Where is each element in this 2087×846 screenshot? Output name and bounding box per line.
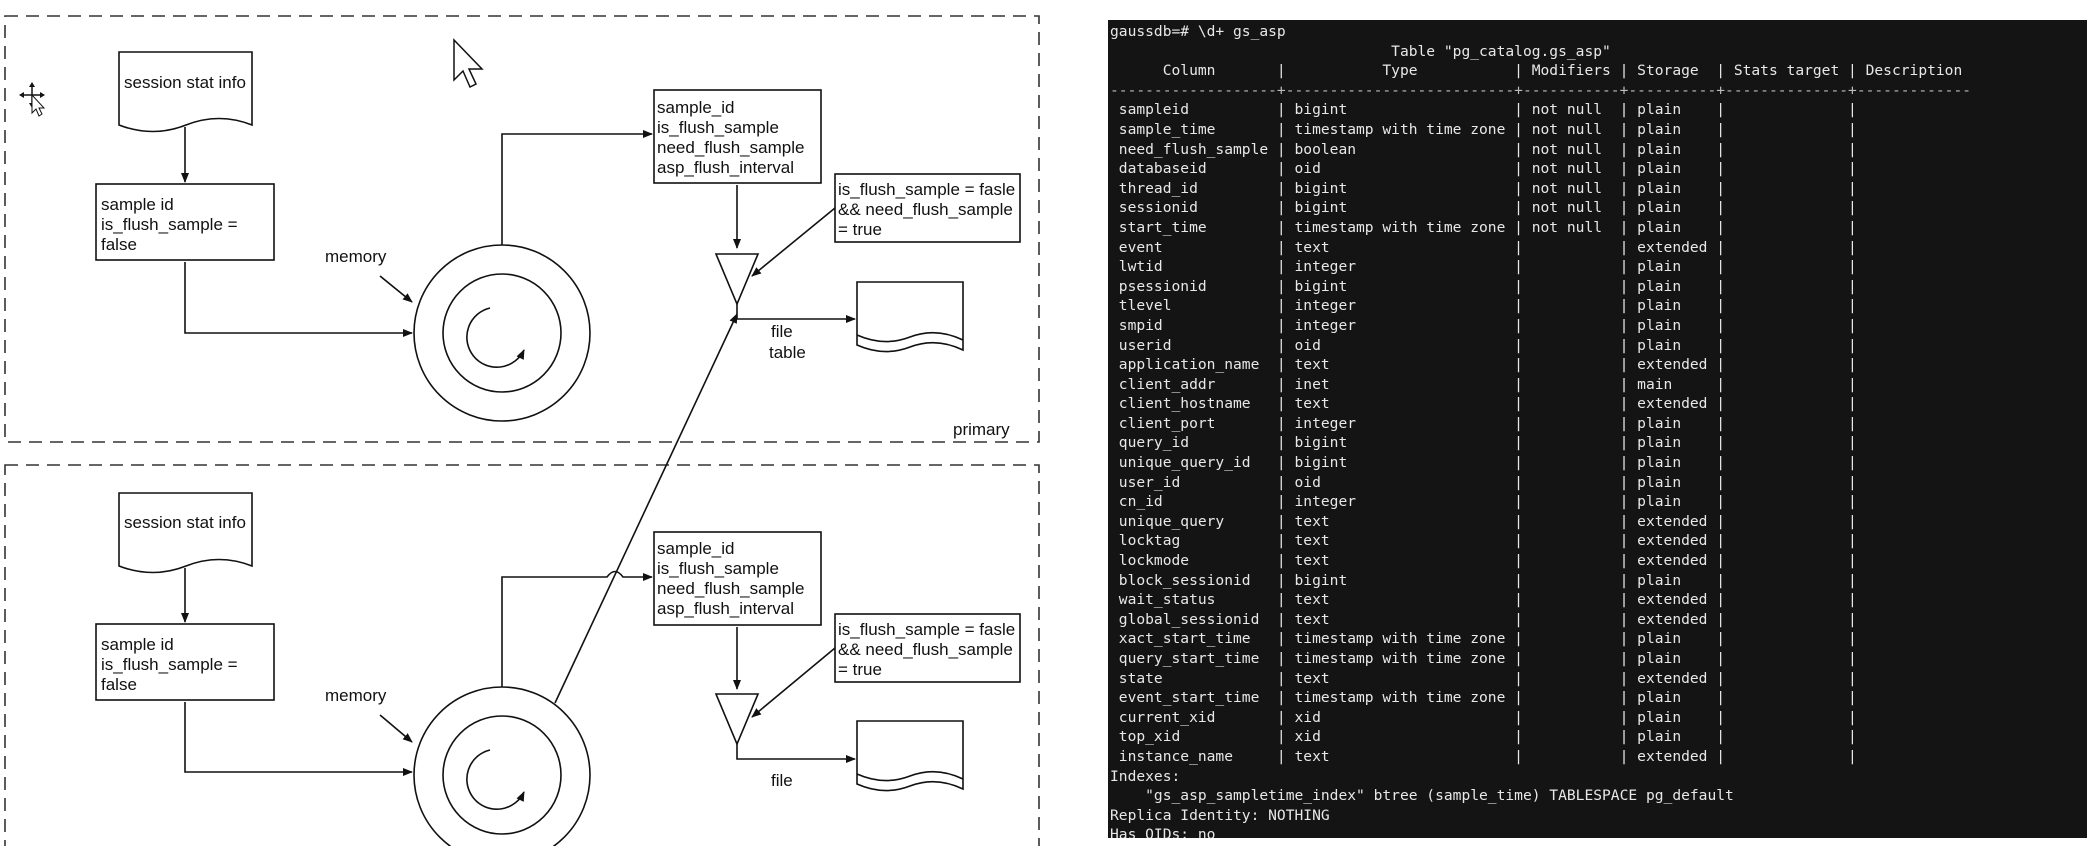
condition-line: is_flush_sample = fasle [838, 620, 1015, 639]
table-row: start_time | timestamp with time zone | … [1110, 218, 1857, 236]
flush-box-line: asp_flush_interval [657, 158, 794, 177]
condition-line: = true [838, 660, 882, 679]
filter-funnel-icon [714, 253, 760, 307]
table-row: instance_name | text | | extended | | [1110, 747, 1857, 765]
table-rows: sampleid | bigint | not null | plain | |… [1110, 100, 2087, 766]
table-row: sessionid | bigint | not null | plain | … [1110, 199, 1857, 217]
file-document [856, 720, 964, 792]
table-row: sampleid | bigint | not null | plain | | [1110, 101, 1857, 119]
table-row: need_flush_sample | boolean | not null |… [1110, 140, 1857, 158]
flush-condition-box [834, 173, 1021, 243]
sample-box-line: false [101, 675, 137, 694]
sample-box-line: sample id [101, 195, 174, 214]
flush-box-line: asp_flush_interval [657, 599, 794, 618]
table-row: wait_status | text | | extended | | [1110, 591, 1857, 609]
primary-section: primary session stat info sample id is_f… [4, 15, 1040, 443]
flow-diagram: primary session stat info sample id is_f… [4, 15, 1040, 846]
sample-box-line: false [101, 235, 137, 254]
table-row: user_id | oid | | plain | | [1110, 473, 1857, 491]
table-row: query_start_time | timestamp with time z… [1110, 650, 1857, 667]
sample-box-line: is_flush_sample = [101, 215, 238, 234]
condition-line: && need_flush_sample [838, 640, 1013, 659]
session-stat-document [118, 492, 253, 574]
filter-funnel-icon [714, 693, 760, 747]
memory-label: memory [325, 247, 387, 266]
table-row: block_sessionid | bigint | | plain | | [1110, 571, 1857, 589]
replica-identity: Replica Identity: NOTHING [1110, 806, 1330, 824]
table-header: Column | Type | Modifiers | Storage | St… [1110, 62, 1963, 80]
flush-fields-box [653, 531, 822, 626]
condition-line: = true [838, 220, 882, 239]
memory-ring-buffer-icon [413, 244, 591, 422]
session-stat-label: session stat info [124, 73, 246, 92]
mouse-cursor-icon [453, 38, 484, 89]
table-row: databaseid | oid | not null | plain | | [1110, 160, 1857, 178]
primary-label: primary [953, 420, 1010, 439]
table-row: client_addr | inet | | main | | [1110, 375, 1857, 393]
table-row: sample_time | timestamp with time zone |… [1110, 120, 1857, 138]
table-row: event_start_time | timestamp with time z… [1110, 689, 1857, 707]
flush-box-line: need_flush_sample [657, 579, 804, 598]
sample-box-line: sample id [101, 635, 174, 654]
has-oids: Has OIDs: no [1110, 826, 1216, 838]
table-row: smpid | integer | | plain | | [1110, 316, 1857, 334]
session-stat-document [118, 51, 253, 133]
table-row: top_xid | xid | | plain | | [1110, 728, 1857, 746]
table-row: event | text | | extended | | [1110, 238, 1857, 256]
flush-box-line: sample_id [657, 539, 735, 558]
table-row: unique_query | text | | extended | | [1110, 512, 1857, 530]
flush-box-line: sample_id [657, 98, 735, 117]
table-title: Table "pg_catalog.gs_asp" [1110, 42, 1611, 60]
flush-box-line: need_flush_sample [657, 138, 804, 157]
indexes-label: Indexes: [1110, 767, 1181, 785]
flush-box-line: is_flush_sample [657, 559, 779, 578]
sample-box-line: is_flush_sample = [101, 655, 238, 674]
table-row: current_xid | xid | | plain | | [1110, 708, 1857, 726]
standby-to-primary-link [554, 313, 738, 704]
standby-boundary [4, 464, 1040, 846]
terminal-output: gaussdb=# \d+ gs_asp Table "pg_catalog.g… [1108, 20, 2087, 838]
memory-label: memory [325, 686, 387, 705]
flush-condition-box [834, 613, 1021, 683]
memory-ring-buffer-icon [413, 686, 591, 846]
move-cursor-icon [19, 82, 46, 117]
standby-section: session stat info sample id is_flush_sam… [4, 464, 1040, 846]
condition-line: && need_flush_sample [838, 200, 1013, 219]
table-row: thread_id | bigint | not null | plain | … [1110, 179, 1857, 197]
table-row: client_hostname | text | | extended | | [1110, 395, 1857, 413]
table-separator: -------------------+--------------------… [1110, 81, 1972, 99]
table-row: tlevel | integer | | plain | | [1110, 297, 1857, 315]
table-row: locktag | text | | extended | | [1110, 532, 1857, 550]
primary-boundary [4, 15, 1040, 443]
flush-fields-box [653, 89, 822, 184]
table-row: query_id | bigint | | plain | | [1110, 434, 1857, 452]
table-row: application_name | text | | extended | | [1110, 356, 1857, 374]
table-row: userid | oid | | plain | | [1110, 336, 1857, 354]
table-row: lwtid | integer | | plain | | [1110, 258, 1857, 276]
output-label: file [771, 322, 793, 341]
file-table-document [856, 281, 964, 353]
terminal-prompt: gaussdb=# \d+ gs_asp [1110, 23, 1286, 40]
table-row: state | text | | extended | | [1110, 669, 1857, 687]
sample-box [95, 623, 275, 701]
index-line: "gs_asp_sampletime_index" btree (sample_… [1110, 787, 1734, 805]
output-label: table [769, 343, 806, 362]
sample-box [95, 183, 275, 261]
output-label: file [771, 771, 793, 790]
table-row: xact_start_time | timestamp with time zo… [1110, 630, 1857, 648]
table-row: unique_query_id | bigint | | plain | | [1110, 454, 1857, 472]
condition-line: is_flush_sample = fasle [838, 180, 1015, 199]
session-stat-label: session stat info [124, 513, 246, 532]
table-row: cn_id | integer | | plain | | [1110, 493, 1857, 511]
table-row: client_port | integer | | plain | | [1110, 414, 1857, 432]
flush-box-line: is_flush_sample [657, 118, 779, 137]
table-row: lockmode | text | | extended | | [1110, 552, 1857, 570]
table-row: psessionid | bigint | | plain | | [1110, 277, 1857, 295]
table-row: global_sessionid | text | | extended | | [1110, 610, 1857, 628]
